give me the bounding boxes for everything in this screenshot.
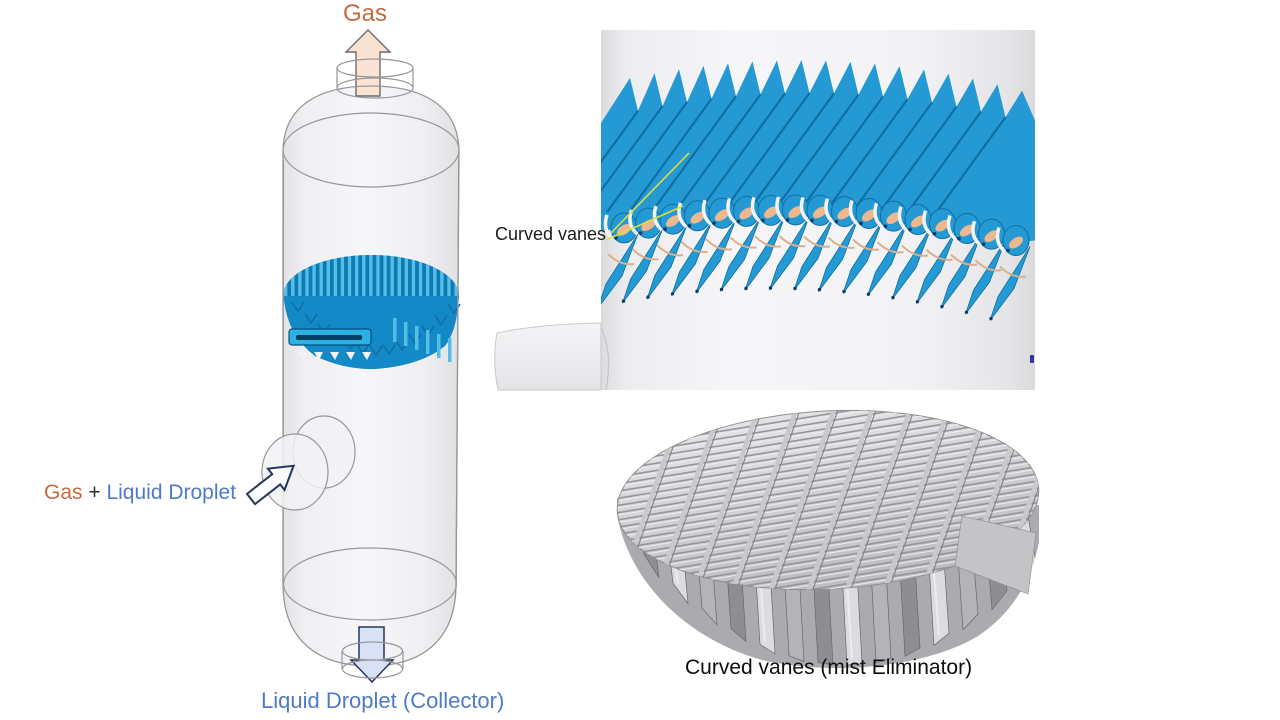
closeup-inlet-tube bbox=[494, 322, 602, 391]
inlet-label-liquid: Liquid Droplet bbox=[106, 481, 237, 504]
drain-slot bbox=[296, 335, 362, 340]
blue-mark bbox=[1030, 355, 1034, 363]
dome-seam bbox=[282, 112, 460, 188]
bottom-seam bbox=[282, 547, 458, 621]
inlet-label-gas: Gas bbox=[44, 481, 83, 504]
top-nozzle bbox=[336, 58, 414, 99]
curved-vanes-label: Curved vanes bbox=[495, 224, 607, 244]
vessel-body bbox=[283, 86, 459, 666]
inlet-arrow-icon bbox=[245, 464, 296, 506]
shell-right-edge bbox=[455, 159, 460, 585]
inlet-label: Gas + Liquid Droplet bbox=[44, 481, 236, 505]
vessel-figure bbox=[245, 29, 461, 684]
photo-caption: Curved vanes (mist Eliminator) bbox=[685, 656, 973, 679]
closeup-figure bbox=[494, 30, 1035, 391]
tube-wall-crease bbox=[600, 327, 610, 391]
vane-pack bbox=[283, 255, 461, 370]
closeup-vanes bbox=[601, 60, 1035, 321]
gas-outlet-label: Gas bbox=[343, 0, 388, 27]
photo-figure bbox=[615, 400, 1044, 668]
photo-side-panel bbox=[954, 515, 1037, 595]
vane-pack-hooks bbox=[291, 301, 461, 362]
annotation-line-1 bbox=[610, 152, 690, 234]
inlet-nozzle bbox=[261, 415, 356, 511]
liquid-down-arrow-icon bbox=[349, 626, 395, 684]
annotation-line-2 bbox=[605, 205, 684, 241]
inlet-label-plus: + bbox=[82, 481, 107, 504]
bottom-nozzle bbox=[341, 641, 404, 679]
liquid-outlet-label: Liquid Droplet (Collector) bbox=[261, 688, 505, 713]
